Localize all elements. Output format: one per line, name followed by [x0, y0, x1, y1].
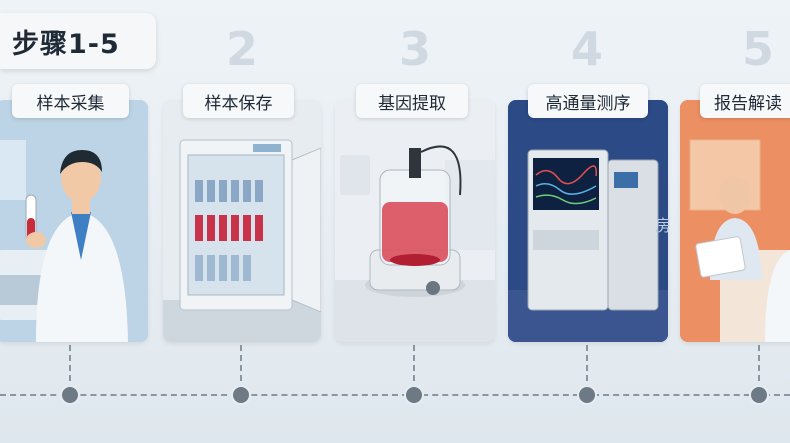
timeline-connector-3 — [413, 345, 415, 391]
timeline-dot-1 — [62, 387, 78, 403]
timeline-dot-5 — [751, 387, 767, 403]
timeline-connector-4 — [586, 345, 588, 391]
timeline-connector-5 — [758, 345, 760, 391]
step-label-gene-extraction: 基因提取 — [356, 84, 468, 118]
doctor-illustration — [0, 100, 148, 342]
freezer-illustration — [163, 100, 321, 342]
timeline-dot-2 — [233, 387, 249, 403]
extractor-illustration — [335, 100, 495, 342]
consultation-illustration — [680, 100, 790, 342]
step-number-3: 3 — [398, 22, 431, 76]
step-number-4: 4 — [570, 22, 603, 76]
timeline-connector-2 — [240, 345, 242, 391]
step-label-sample-storage: 样本保存 — [183, 84, 294, 118]
page-title: 步骤1-5 — [0, 13, 156, 69]
step-label-sample-collection: 样本采集 — [12, 84, 129, 118]
step-number-5: 5 — [741, 22, 774, 76]
timeline-dot-3 — [406, 387, 422, 403]
step-card-gene-extraction — [335, 100, 495, 342]
step-card-sample-storage — [163, 100, 321, 342]
step-label-sequencing: 高通量测序 — [528, 84, 648, 118]
timeline-line — [0, 394, 790, 398]
side-glyph: 房 — [655, 216, 672, 235]
timeline-connector-1 — [69, 345, 71, 391]
timeline-dot-4 — [579, 387, 595, 403]
sequencer-illustration — [508, 100, 668, 342]
step-card-sample-collection — [0, 100, 148, 342]
step-card-report — [680, 100, 790, 342]
step-card-sequencing — [508, 100, 668, 342]
step-number-2: 2 — [225, 22, 258, 76]
step-label-report: 报告解读 — [700, 84, 790, 118]
